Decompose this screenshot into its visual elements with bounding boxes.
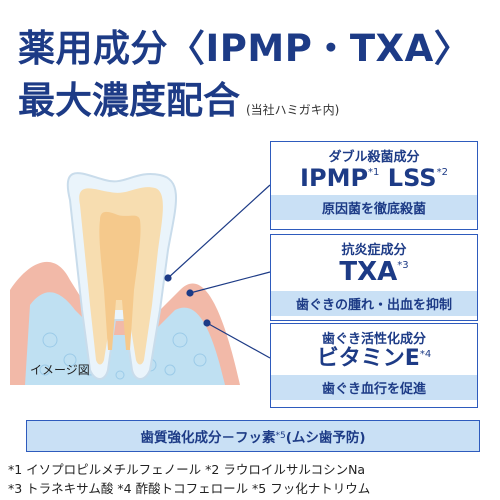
leader-lines: [164, 184, 271, 359]
subtitle-note: (当社ハミガキ内): [246, 103, 340, 117]
tooth-illustration: [10, 172, 271, 385]
callout-effect: 歯ぐきの腫れ・出血を抑制: [271, 290, 477, 316]
footnote-line-1: *1 イソプロピルメチルフェノール *2 ラウロイルサルコシンNa: [8, 462, 366, 477]
bone-shape: [25, 292, 225, 385]
callout-caption: 抗炎症成分: [341, 243, 407, 258]
image-note: イメージ図: [30, 363, 90, 377]
page-title: 薬用成分〈IPMP・TXA〉: [18, 27, 472, 70]
tooth-pulp: [99, 211, 141, 350]
callout-gum-activation: 歯ぐき活性化成分 ビタミンE*4 歯ぐき血行を促進: [270, 323, 478, 408]
callout-effect: 歯ぐき血行を促進: [271, 375, 477, 401]
callout-caption: ダブル殺菌成分: [328, 150, 420, 165]
fluoride-band: 歯質強化成分－フッ素*5(ムシ歯予防): [26, 420, 480, 452]
callout-anti-inflammatory: 抗炎症成分 TXA*3 歯ぐきの腫れ・出血を抑制: [270, 234, 478, 321]
callout-effect: 原因菌を徹底殺菌: [271, 195, 477, 221]
footnote-line-2: *3 トラネキサム酸 *4 酢酸トコフェロール *5 フッ化ナトリウム: [8, 481, 371, 496]
callout-ingredient: IPMP*1 LSS*2: [300, 164, 448, 192]
callout-ingredient: TXA*3: [339, 257, 409, 287]
callout-double-bactericidal: ダブル殺菌成分 IPMP*1 LSS*2 原因菌を徹底殺菌: [270, 141, 478, 230]
callout-ingredient: ビタミンE*4: [316, 346, 432, 371]
subtitle-main: 最大濃度配合: [18, 79, 240, 122]
page-subtitle: 最大濃度配合 (当社ハミガキ内): [18, 70, 339, 124]
callout-caption: 歯ぐき活性化成分: [321, 332, 426, 347]
